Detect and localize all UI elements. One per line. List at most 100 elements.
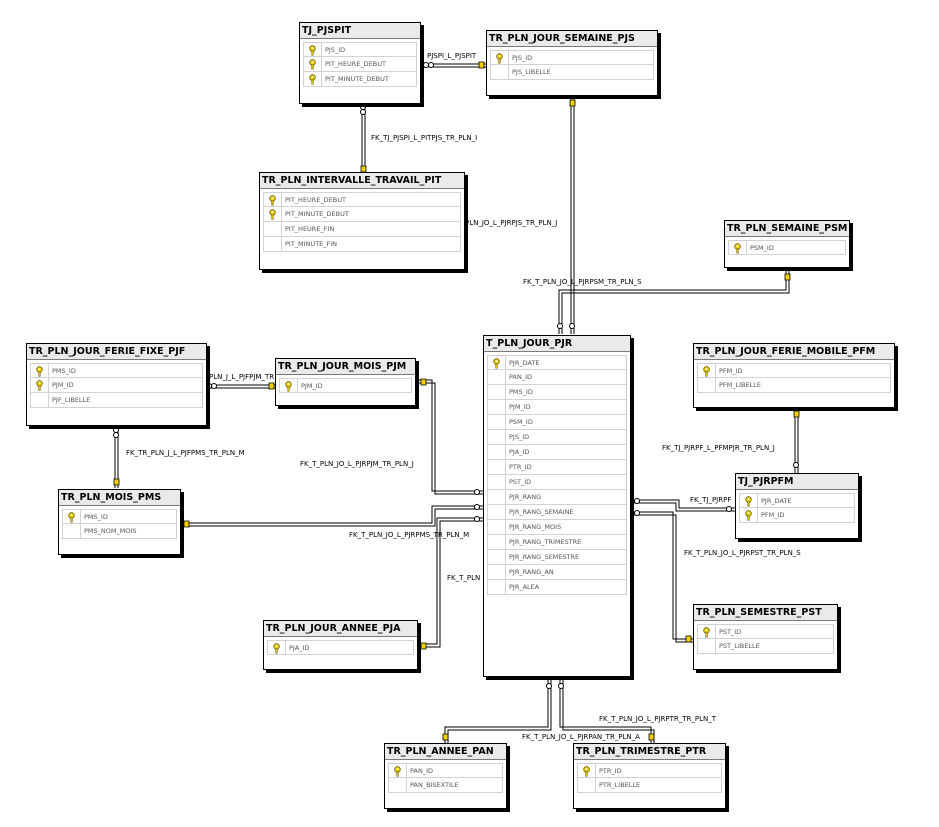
column-row[interactable]: PST_ID [487,475,627,490]
column-name: PMS_ID [52,367,76,375]
table-title: TJ_PJSPIT [300,23,420,39]
column-row[interactable]: PAN_BISEXTILE [388,778,503,793]
column-row[interactable]: PJR_RANG_AN [487,565,627,580]
column-row[interactable]: PJA_ID [267,640,414,655]
rel-line-pst-pjr [631,511,693,643]
key-cell [491,65,509,79]
rel-endpoint-key [793,410,800,418]
column-name: PJR_RANG_SEMESTRE [509,553,580,561]
key-cell [488,550,506,564]
column-row[interactable]: PIT_MINUTE_DEBUT [263,207,461,222]
rel-label-fk-pjrpst: FK_T_PLN_JO_L_PJRPST_TR_PLN_S [684,549,801,557]
column-row[interactable]: PJM_ID [487,400,627,415]
primary-key-icon [304,43,322,56]
column-row[interactable]: PFM_LIBELLE [697,378,891,393]
column-row[interactable]: PJM_ID [279,378,412,393]
key-cell [488,445,506,459]
primary-key-icon [31,378,49,392]
table-title: TR_PLN_ANNEE_PAN [385,744,506,760]
rel-line-pjf-pjm [206,384,275,389]
column-row[interactable]: PJR_DATE [739,493,855,508]
column-row[interactable]: PST_LIBELLE [697,639,834,654]
column-row[interactable]: PJR_RANG_MOIS [487,520,627,535]
column-row[interactable]: PIT_HEURE_DEBUT [303,57,417,72]
column-name: PJR_DATE [761,497,792,505]
column-row[interactable]: PIT_HEURE_DEBUT [263,192,461,207]
column-name: PFM_ID [719,367,743,375]
column-row[interactable]: PJR_RANG_SEMAINE [487,505,627,520]
column-row[interactable]: PMS_NOM_MOIS [62,524,177,539]
column-name: PIT_MINUTE_DEBUT [285,210,349,218]
column-row[interactable]: PST_ID [697,624,834,639]
rel-endpoint-key [569,99,576,107]
column-row[interactable]: PJR_ALEA [487,580,627,595]
column-row[interactable]: PAN_ID [388,763,503,778]
column-row[interactable]: PMS_ID [30,363,203,378]
column-name: PJR_DATE [509,359,540,367]
primary-key-icon [698,625,716,638]
rel-endpoint-many [360,104,366,110]
column-row[interactable]: PFM_ID [697,363,891,378]
column-row[interactable]: PIT_MINUTE_FIN [263,237,461,252]
column-row[interactable]: PTR_LIBELLE [577,778,722,793]
column-row[interactable]: PSM_ID [487,415,627,430]
column-row[interactable]: PSM_ID [728,240,846,255]
column-row[interactable]: PJR_DATE [487,355,627,370]
primary-key-icon [740,494,758,507]
column-row[interactable]: PTR_ID [487,460,627,475]
column-row[interactable]: PTR_ID [577,763,722,778]
rel-endpoint-key [183,520,190,528]
column-row[interactable]: PMS_ID [487,385,627,400]
column-row[interactable]: PJS_ID [490,50,654,65]
column-row[interactable]: PJS_ID [303,42,417,57]
column-name: PJR_RANG_MOIS [509,523,562,531]
column-row[interactable]: PJR_RANG_SEMESTRE [487,550,627,565]
column-name: PTR_ID [509,463,532,471]
column-row[interactable]: PJR_RANG_TRIMESTRE [487,535,627,550]
column-name: PJM_ID [301,382,323,390]
column-row[interactable]: PJS_ID [487,430,627,445]
column-name: PJM_ID [52,381,74,389]
column-row[interactable]: PIT_MINUTE_DEBUT [303,72,417,87]
key-cell [488,460,506,474]
key-cell [488,535,506,549]
primary-key-icon [389,764,407,777]
column-name: PIT_MINUTE_DEBUT [325,75,389,83]
column-row[interactable]: PFM_ID [739,508,855,523]
column-row[interactable]: PJF_LIBELLE [30,393,203,408]
column-list: PJR_DATE PFM_ID [739,493,855,523]
column-row[interactable]: PJA_ID [487,445,627,460]
column-row[interactable]: PMS_ID [62,509,177,524]
column-row[interactable]: PAN_ID [487,370,627,385]
rel-endpoint-key [420,642,427,650]
rel-line-pms-pjr [182,505,483,527]
column-row[interactable]: PJR_RANG [487,490,627,505]
rel-endpoint-many [206,383,212,389]
key-cell [488,505,506,519]
column-list: PFM_ID PFM_LIBELLE [697,363,891,393]
rel-endpoint-many [474,489,480,495]
column-row[interactable]: PJS_LIBELLE [490,65,654,80]
column-name: PTR_LIBELLE [599,781,641,789]
column-row[interactable]: PJM_ID [30,378,203,393]
column-name: PJS_LIBELLE [512,68,551,76]
column-row[interactable]: PIT_HEURE_FIN [263,222,461,237]
rel-endpoint-many [558,683,564,689]
